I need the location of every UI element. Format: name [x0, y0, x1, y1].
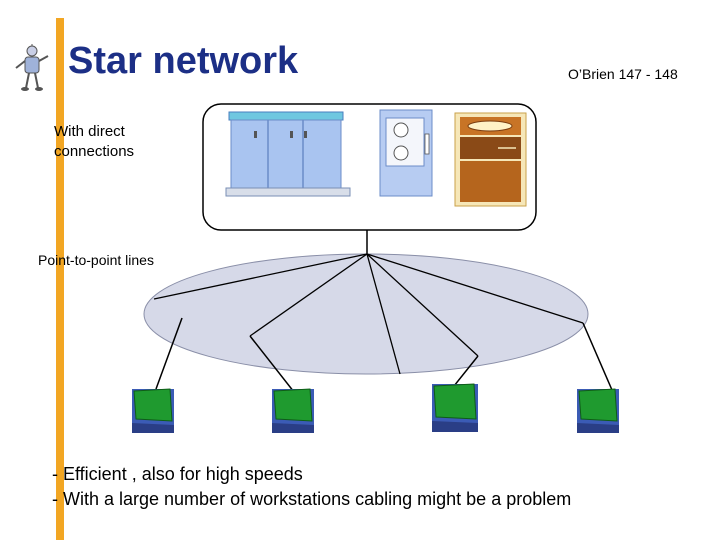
terminal-icon	[577, 388, 619, 433]
terminal-icon	[432, 383, 478, 432]
point-to-point-area	[143, 253, 589, 375]
accent-bar	[56, 18, 64, 540]
storage-cabinet-icon	[454, 112, 527, 207]
direct-connections-label: With direct connections	[54, 122, 134, 162]
reference-text: O’Brien 147 - 148	[568, 66, 678, 82]
direct-connections-line-1: With direct	[54, 123, 125, 140]
disk-unit-icon	[379, 109, 433, 197]
mainframe-icon	[225, 111, 351, 197]
robot-mascot-icon	[15, 44, 49, 91]
terminal-icon	[272, 388, 314, 433]
page-title: Star network	[68, 40, 299, 82]
direct-connections-line-2: connections	[54, 143, 135, 160]
bullet-item: - With a large number of workstations ca…	[52, 489, 572, 509]
bullet-list: - Efficient , also for high speeds - Wit…	[52, 462, 571, 512]
point-to-point-label: Point-to-point lines	[38, 252, 154, 268]
terminal-icon	[132, 388, 174, 433]
terminal-links	[155, 317, 613, 393]
bullet-item: - Efficient , also for high speeds	[52, 464, 303, 484]
spoke-lines	[153, 253, 584, 375]
